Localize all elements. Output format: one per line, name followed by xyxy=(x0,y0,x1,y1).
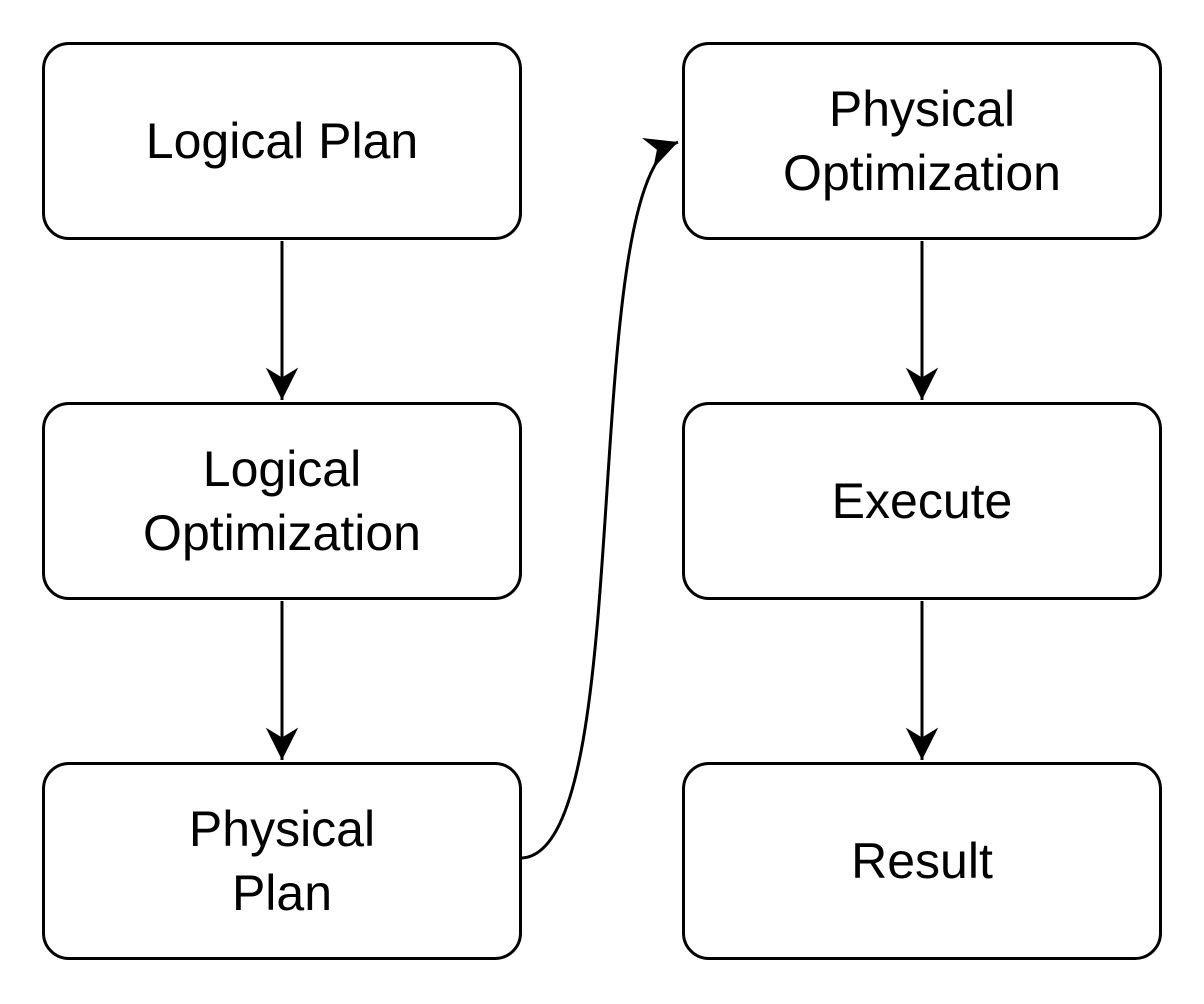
node-execute-label: Execute xyxy=(831,473,1013,529)
node-logical-optimization-label: Logical Optimization xyxy=(143,441,421,561)
node-result: Result xyxy=(682,762,1162,960)
node-result-label: Result xyxy=(851,833,993,889)
node-physical-optimization-label: Physical Optimization xyxy=(783,81,1061,201)
node-execute: Execute xyxy=(682,402,1162,600)
node-physical-plan-label: Physical Plan xyxy=(188,801,376,921)
node-physical-optimization: Physical Optimization xyxy=(682,42,1162,240)
node-physical-plan: Physical Plan xyxy=(42,762,522,960)
node-logical-plan-label: Logical Plan xyxy=(145,113,419,169)
node-logical-plan: Logical Plan xyxy=(42,42,522,240)
node-logical-optimization: Logical Optimization xyxy=(42,402,522,600)
edge-physical-plan-to-physical-optimization xyxy=(521,138,679,860)
